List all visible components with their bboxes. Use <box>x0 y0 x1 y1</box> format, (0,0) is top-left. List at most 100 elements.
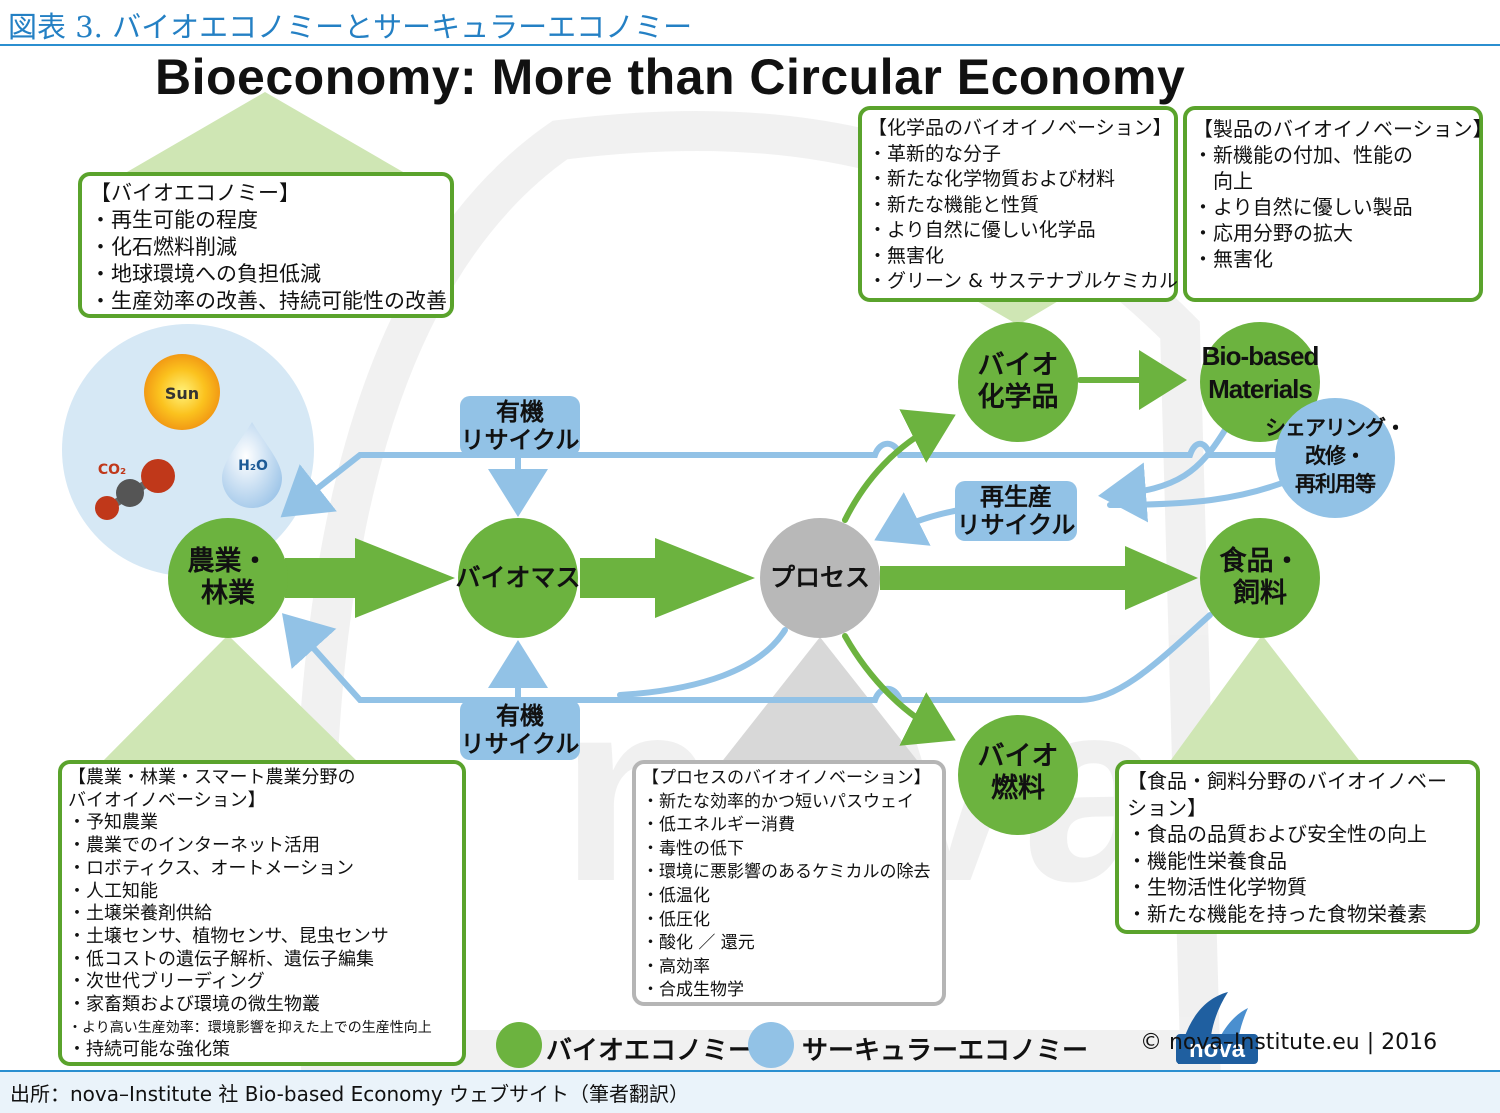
list-item: ・持続可能な強化策 <box>68 1039 230 1061</box>
legend-bioeconomy-label: バイオエコノミー <box>546 1036 755 1066</box>
node-process <box>760 518 880 638</box>
list-item: ・新たな効率的かつ短いパスウェイ <box>642 791 914 812</box>
list-item: ・低コストの遺伝子解析、遺伝子編集 <box>68 948 374 970</box>
list-item: ・新たな機能を持った食物栄養素 <box>1127 901 1427 926</box>
list-item: ・化石燃料削減 <box>90 235 237 259</box>
pointer-food <box>1168 635 1362 764</box>
box-bioeconomy-title: 【バイオエコノミー】 <box>90 181 300 205</box>
list-item: ・無害化 <box>1193 247 1273 271</box>
node-process-label: プロセス <box>769 563 870 592</box>
list-item: ・低圧化 <box>642 909 710 930</box>
list-item: ・人工知能 <box>68 880 158 902</box>
inputs-circle <box>62 324 314 576</box>
box-food-title-cont: ション】 <box>1127 795 1207 820</box>
list-item: ・ロボティクス、オートメーション <box>68 857 355 879</box>
source-text: 出所：nova–Institute 社 Bio-based Economy ウェ… <box>10 1082 690 1106</box>
food-return-flow <box>281 612 1213 703</box>
tag-regeneration-label: 再生産 リサイクル <box>956 483 1076 539</box>
arrow-process-to-biochem <box>842 409 956 523</box>
list-item: ・次世代ブリーディング <box>68 971 265 993</box>
list-item: ・土壌センサ、植物センサ、昆虫センサ <box>68 925 389 947</box>
materials-to-sharing <box>1098 427 1228 523</box>
list-item: ・毒性の低下 <box>642 838 744 859</box>
node-food-feed <box>1200 518 1320 638</box>
legend-circular-swatch <box>748 1022 794 1068</box>
pointer-chemicals <box>975 300 1060 325</box>
list-item: ・食品の品質および安全性の向上 <box>1127 822 1427 846</box>
figure-label: 図表 3. バイオエコノミーとサーキュラーエコノミー <box>8 10 693 44</box>
list-item: ・再生可能の程度 <box>90 208 258 232</box>
list-item: ・より高い生産効率：環境影響を抑えた上での生産性向上 <box>68 1019 432 1036</box>
h2o-label: H₂O <box>238 458 268 474</box>
node-sharing <box>1275 398 1395 518</box>
node-biomass <box>458 518 578 638</box>
list-item: ・より自然に優しい製品 <box>1193 195 1413 219</box>
box-process: 【プロセスのバイオイノベーション】 ・新たな効率的かつ短いパスウェイ ・低エネル… <box>632 760 946 1006</box>
node-food-label: 食品・ 飼料 <box>1219 546 1301 609</box>
tag-organic-recycle-bottom <box>460 700 580 760</box>
node-agri-forestry <box>168 518 288 638</box>
arrow-agri-to-biomass <box>285 538 455 618</box>
box-process-title: 【プロセスのバイオイノベーション】 <box>642 768 931 788</box>
arrow-process-to-food <box>880 546 1198 610</box>
list-item: ・グリーン & サステナブルケミカル <box>868 270 1178 292</box>
tag-regeneration-recycle <box>955 481 1077 541</box>
nova-logo: nova <box>1168 990 1264 1066</box>
box-food-title: 【食品・飼料分野のバイオイノベー <box>1127 769 1447 793</box>
legend-circular: サーキュラーエコノミー <box>748 1022 1088 1070</box>
co2-label: CO₂ <box>98 462 126 478</box>
tag-organic-bottom-label: 有機 リサイクル <box>460 702 580 758</box>
list-item: ・機能性栄養食品 <box>1127 848 1287 873</box>
process-return-flow <box>617 627 788 698</box>
box-products-title: 【製品のバイオイノベーション】 <box>1193 117 1493 141</box>
co2-molecule-icon <box>95 459 175 520</box>
list-item: ・予知農業 <box>68 812 158 834</box>
tag-organic-recycle-top <box>460 396 580 456</box>
node-biomaterials <box>1200 322 1320 442</box>
box-products-list: ・新機能の付加、性能の 向上 ・より自然に優しい製品 ・応用分野の拡大 ・無害化 <box>1193 142 1473 272</box>
box-agriculture-list: ・予知農業 ・農業でのインターネット活用 ・ロボティクス、オートメーション ・人… <box>68 812 456 1062</box>
legend-circular-label: サーキュラーエコノミー <box>802 1036 1089 1066</box>
list-item: ・新たな機能と性質 <box>868 193 1040 216</box>
sharing-to-regeneration <box>1107 477 1293 508</box>
arrow-process-to-biofuel <box>842 633 956 746</box>
node-biochem <box>958 322 1078 442</box>
nova-logo-text: nova <box>1189 1036 1246 1063</box>
box-chemicals-list: ・革新的な分子 ・新たな化学物質および材料 ・新たな機能と性質 ・より自然に優し… <box>868 142 1178 295</box>
node-biofuel-label: バイオ 燃料 <box>977 741 1059 804</box>
box-food: 【食品・飼料分野のバイオイノベー ション】 ・食品の品質および安全性の向上 ・機… <box>1115 760 1480 934</box>
box-chemicals: 【化学品のバイオイノベーション】 ・革新的な分子 ・新たな化学物質および材料 ・… <box>858 106 1178 302</box>
pointer-bioeconomy <box>120 92 410 176</box>
credit-text: © nova–Institute.eu | 2016 <box>1140 1030 1438 1055</box>
list-item: ・低エネルギー消費 <box>642 815 795 836</box>
list-item: ・酸化 ／ 還元 <box>642 933 755 954</box>
legend-bioeconomy-swatch <box>496 1022 542 1068</box>
list-item: ・新たな化学物質および材料 <box>868 168 1116 190</box>
box-agriculture-title: 【農業・林業・スマート農業分野の <box>68 767 356 788</box>
box-products: 【製品のバイオイノベーション】 ・新機能の付加、性能の 向上 ・より自然に優しい… <box>1183 106 1493 302</box>
node-agri-label: 農業・ 林業 <box>187 546 269 609</box>
list-item: 向上 <box>1193 169 1253 193</box>
nova-logo-icon: nova <box>1176 992 1258 1064</box>
tag-organic-top-label: 有機 リサイクル <box>460 398 580 454</box>
list-item: ・より自然に優しい化学品 <box>868 219 1096 241</box>
list-item: ・生物活性化学物質 <box>1127 875 1307 899</box>
diagram-title: Bioeconomy: More than Circular Economy <box>155 49 1186 105</box>
node-sharing-label: シェアリング・ 改修・ 再利用等 <box>1265 416 1406 496</box>
legend-bioeconomy: バイオエコノミー <box>496 1022 754 1070</box>
box-agriculture: 【農業・林業・スマート農業分野の バイオイノベーション】 ・予知農業 ・農業での… <box>58 760 466 1066</box>
list-item: ・新機能の付加、性能の <box>1193 143 1413 167</box>
list-item: ・合成生物学 <box>642 980 744 1001</box>
list-item: ・低温化 <box>642 885 710 906</box>
box-bioeconomy-list: ・再生可能の程度 ・化石燃料削減 ・地球環境への負担低減 ・生産効率の改善、持続… <box>90 207 447 315</box>
arrow-biomass-to-process <box>580 538 755 618</box>
box-process-list: ・新たな効率的かつ短いパスウェイ ・低エネルギー消費 ・毒性の低下 ・環境に悪影… <box>642 791 936 1003</box>
box-chemicals-title: 【化学品のバイオイノベーション】 <box>868 117 1172 139</box>
pointer-agriculture <box>100 635 360 764</box>
list-item: ・応用分野の拡大 <box>1193 221 1353 245</box>
regeneration-to-process <box>874 492 963 546</box>
box-food-list: ・食品の品質および安全性の向上 ・機能性栄養食品 ・生物活性化学物質 ・新たな機… <box>1127 821 1468 927</box>
list-item: ・土壌栄養剤供給 <box>68 903 212 925</box>
list-item: ・地球環境への負担低減 <box>90 262 321 286</box>
